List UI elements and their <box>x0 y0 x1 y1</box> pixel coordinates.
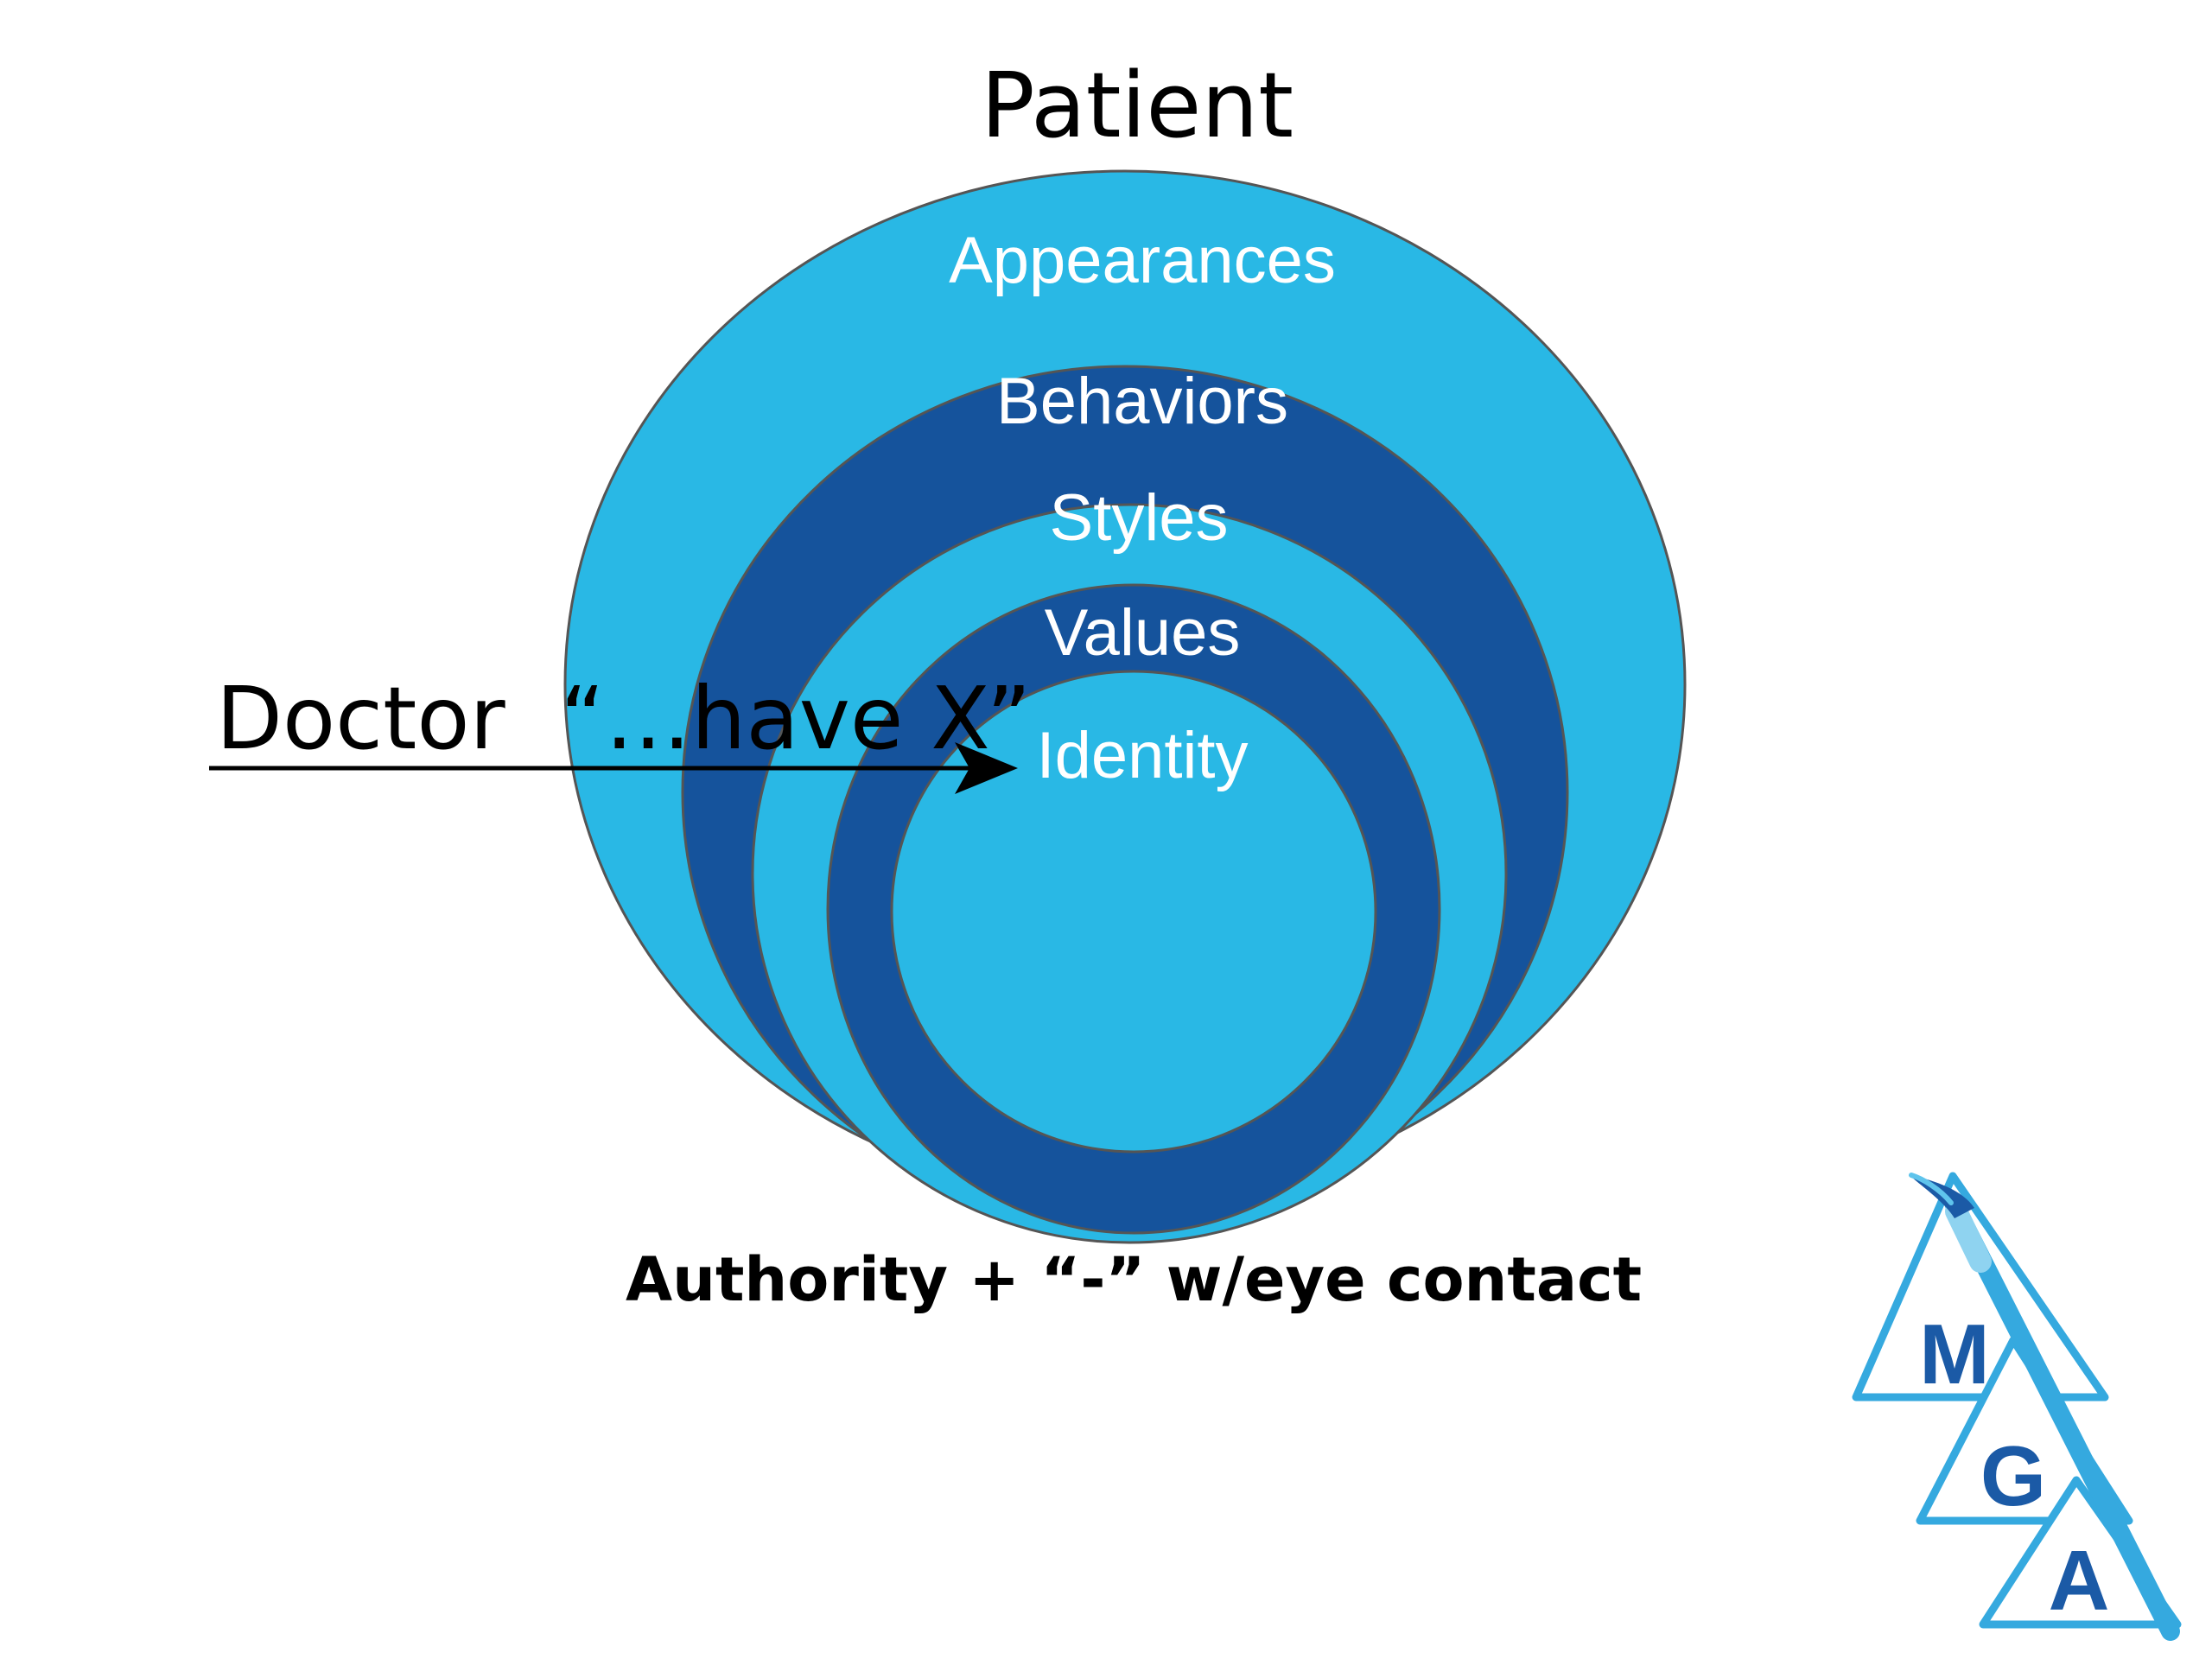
logo-letter-g: G <box>1980 1428 2046 1523</box>
layers <box>563 169 1687 1244</box>
layer-label-styles: Styles <box>1050 481 1229 555</box>
diagram-title: Patient <box>981 53 1294 158</box>
caption: Authority + “-” w/eye contact <box>626 1244 1642 1315</box>
layer-labels: Appearances Behaviors Styles Values Iden… <box>949 224 1336 792</box>
layer-label-identity: Identity <box>1036 719 1248 792</box>
layer-identity-core <box>890 670 1377 1154</box>
paintbrush-icon <box>1909 1173 2180 1641</box>
arrow-label: Doctor “…have X” <box>216 668 1031 769</box>
logo-letter-a: A <box>2049 1533 2110 1628</box>
mga-logo: M G A <box>1852 1172 2182 1641</box>
arrow-head <box>955 742 1018 794</box>
layer-label-appearances: Appearances <box>949 224 1336 297</box>
layer-label-values: Values <box>1045 596 1241 670</box>
layer-label-behaviors: Behaviors <box>996 365 1288 438</box>
logo-letter-m: M <box>1919 1306 1990 1402</box>
